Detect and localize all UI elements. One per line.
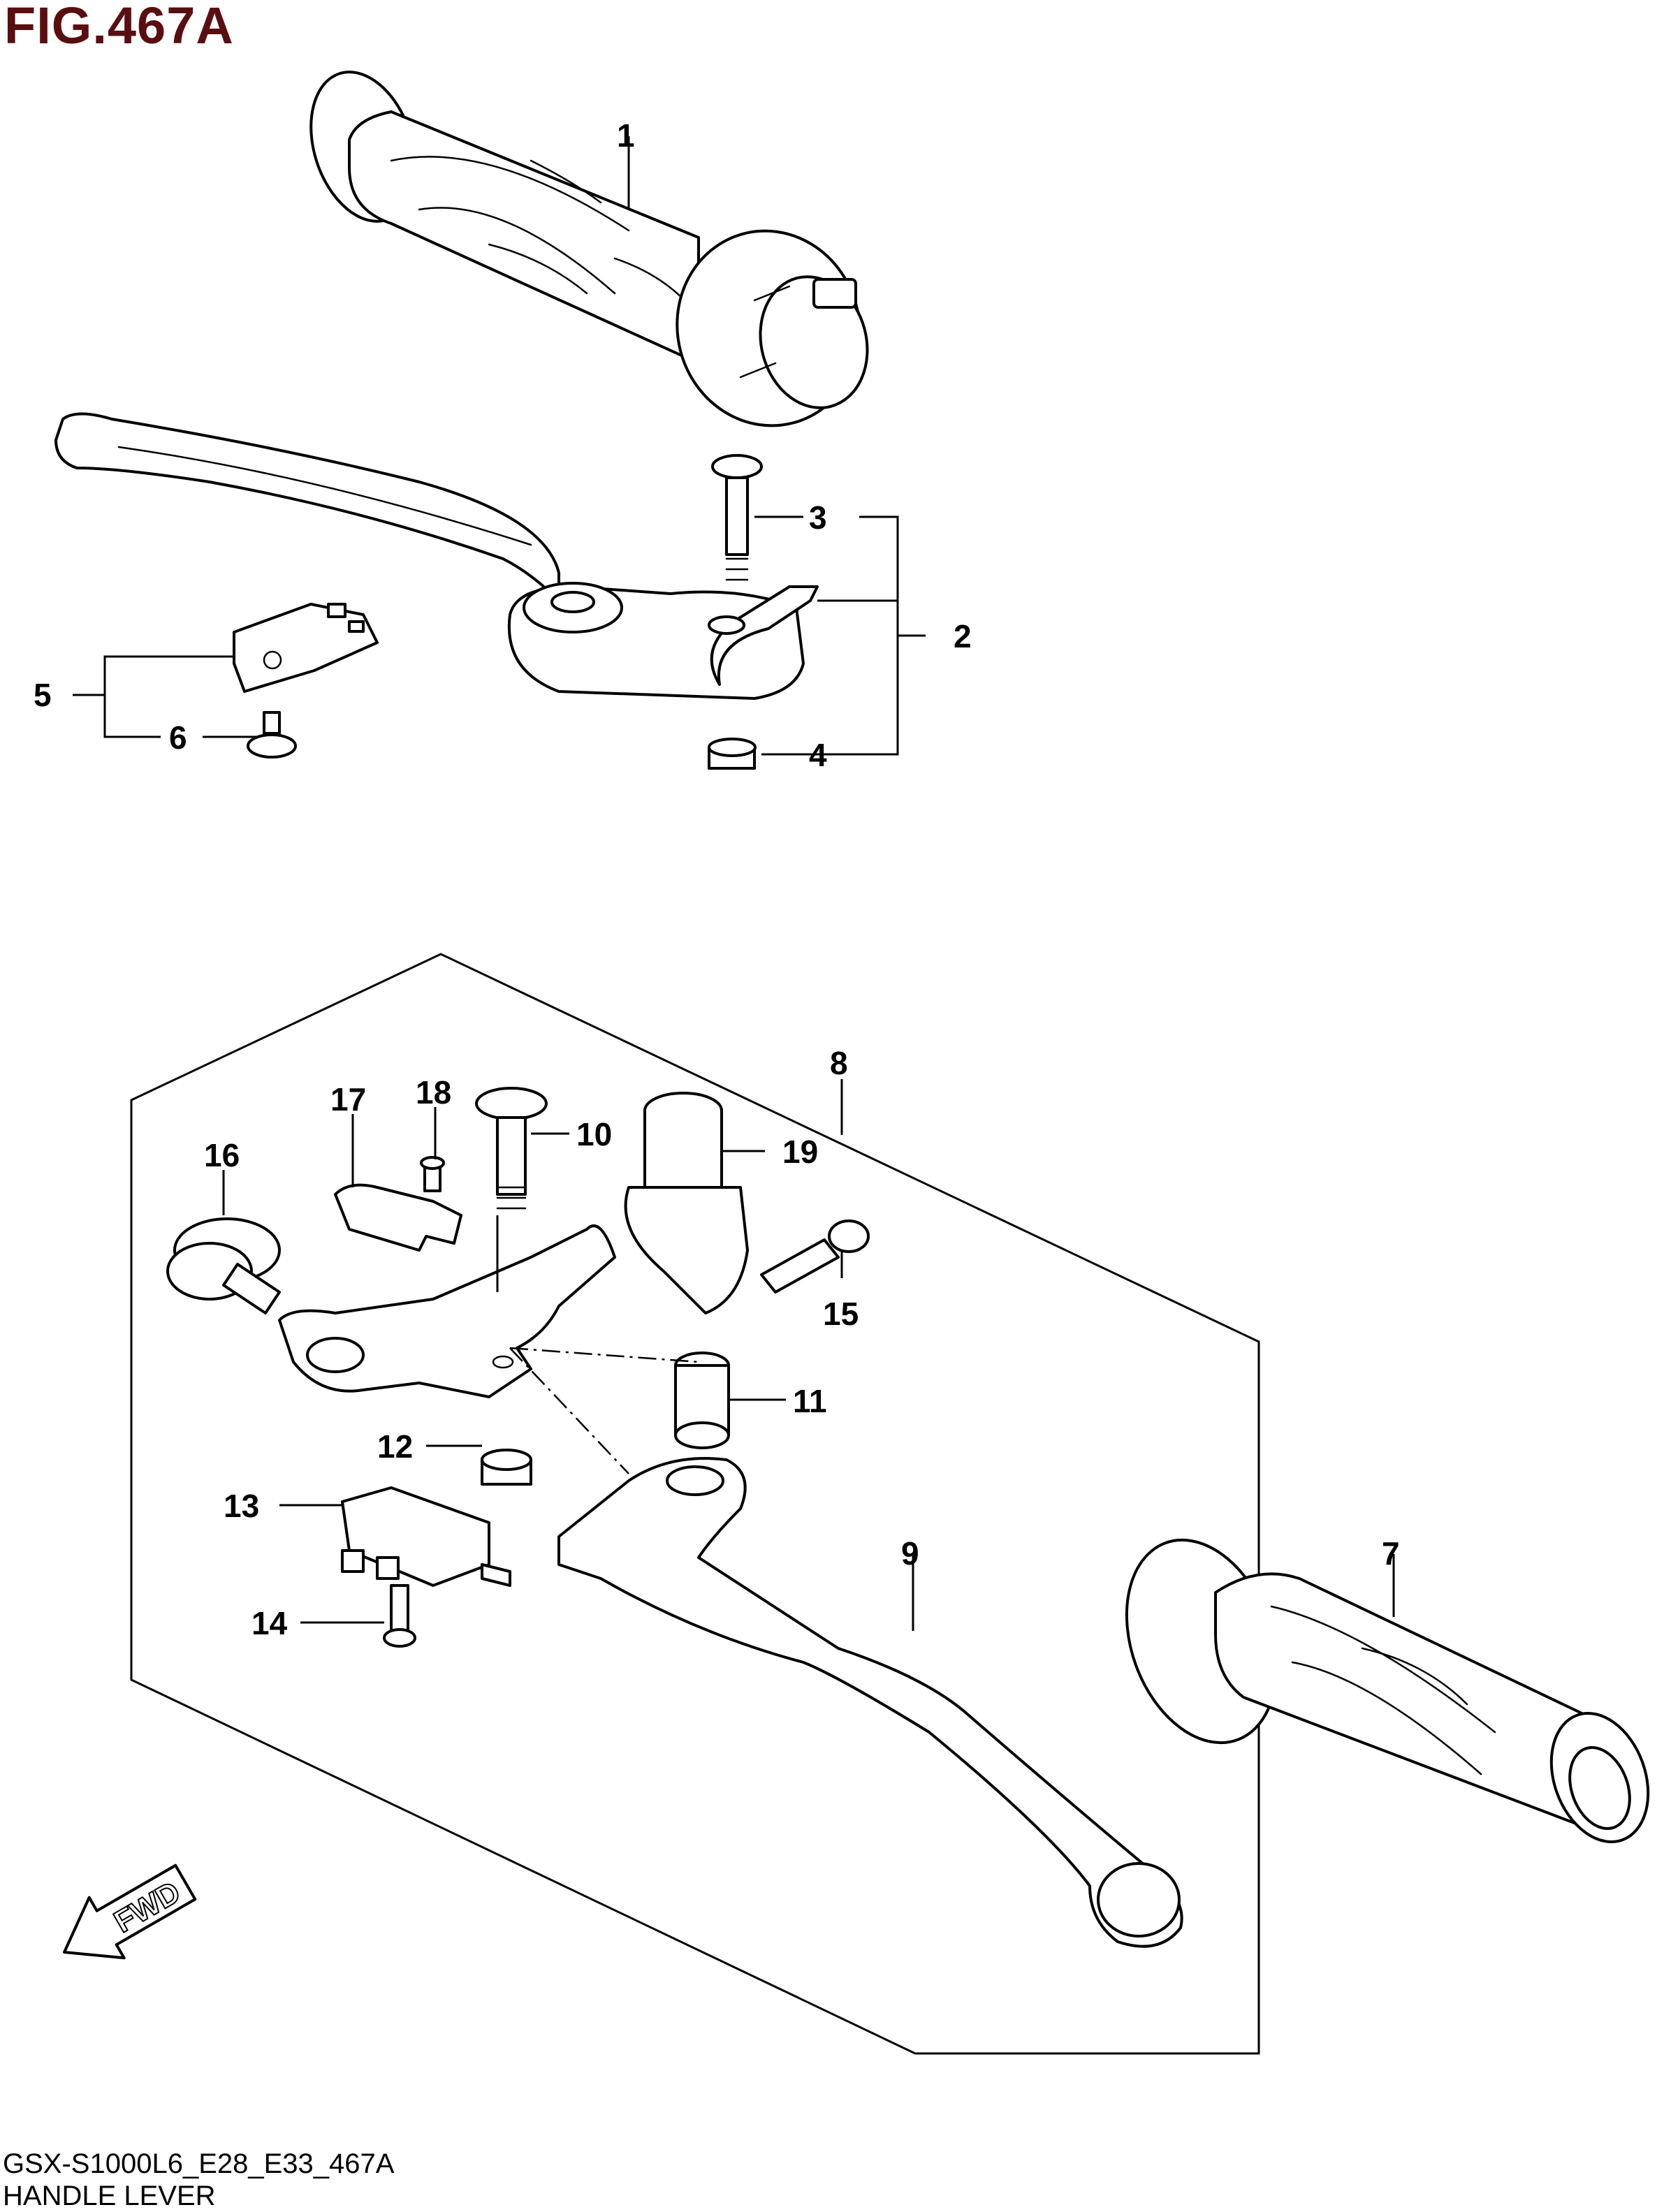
- lever-nut-part[interactable]: [481, 1449, 532, 1486]
- pivot-nut-part[interactable]: [708, 738, 757, 770]
- clutch-lever-part[interactable]: [557, 1457, 1183, 1948]
- callout-8: 8: [830, 1045, 848, 1081]
- small-screw-part[interactable]: [420, 1156, 445, 1192]
- callout-11: 11: [793, 1383, 827, 1419]
- callout-labels: 1 2 3 4 5 6 7 8 9 10 11 12 13 14 15 16 1…: [34, 117, 1400, 1641]
- callout-18: 18: [416, 1074, 451, 1111]
- assembly-centerline: [509, 1347, 699, 1474]
- lever-pivot-bolt-part[interactable]: [475, 1087, 548, 1210]
- callout-10: 10: [576, 1116, 612, 1152]
- brake-lever-part[interactable]: [54, 412, 819, 700]
- throttle-grip-part[interactable]: [293, 59, 882, 446]
- section-name: HANDLE LEVER: [3, 2181, 216, 2211]
- adjuster-knob-part[interactable]: [166, 1217, 281, 1314]
- callout-6: 6: [169, 719, 187, 756]
- left-grip-part[interactable]: [1100, 1519, 1664, 1856]
- callout-4: 4: [809, 737, 827, 773]
- callout-2: 2: [954, 618, 972, 654]
- callout-3: 3: [809, 499, 827, 536]
- callout-19: 19: [782, 1134, 818, 1170]
- clutch-switch-screw-part[interactable]: [383, 1584, 416, 1648]
- switch-screw-part[interactable]: [247, 711, 297, 759]
- callout-16: 16: [204, 1137, 240, 1173]
- model-code: GSX-S1000L6_E28_E33_467A: [3, 2148, 395, 2179]
- callout-7: 7: [1382, 1535, 1400, 1572]
- fwd-arrow-icon: FWD: [63, 1863, 197, 1960]
- lever-holder-part[interactable]: [278, 1224, 616, 1398]
- pivot-bolt-part[interactable]: [711, 454, 763, 581]
- callout-1: 1: [617, 117, 635, 154]
- callout-14: 14: [251, 1605, 288, 1641]
- clamp-bolt-part[interactable]: [760, 1219, 870, 1294]
- callout-9: 9: [901, 1535, 919, 1572]
- lever-clamp-part[interactable]: [624, 1092, 749, 1314]
- callout-5: 5: [34, 677, 52, 713]
- spring-clip-part[interactable]: [334, 1183, 462, 1252]
- collar-part[interactable]: [674, 1352, 730, 1449]
- assembly-boundary: [130, 953, 1260, 2055]
- figure-title: FIG.467A: [4, 0, 234, 54]
- callout-13: 13: [224, 1488, 259, 1524]
- callout-17: 17: [330, 1081, 366, 1118]
- callout-12: 12: [377, 1428, 413, 1465]
- brake-switch-part[interactable]: [233, 603, 379, 693]
- leader-lines: [73, 136, 1395, 1631]
- clutch-switch-part[interactable]: [341, 1486, 511, 1587]
- callout-15: 15: [823, 1296, 859, 1332]
